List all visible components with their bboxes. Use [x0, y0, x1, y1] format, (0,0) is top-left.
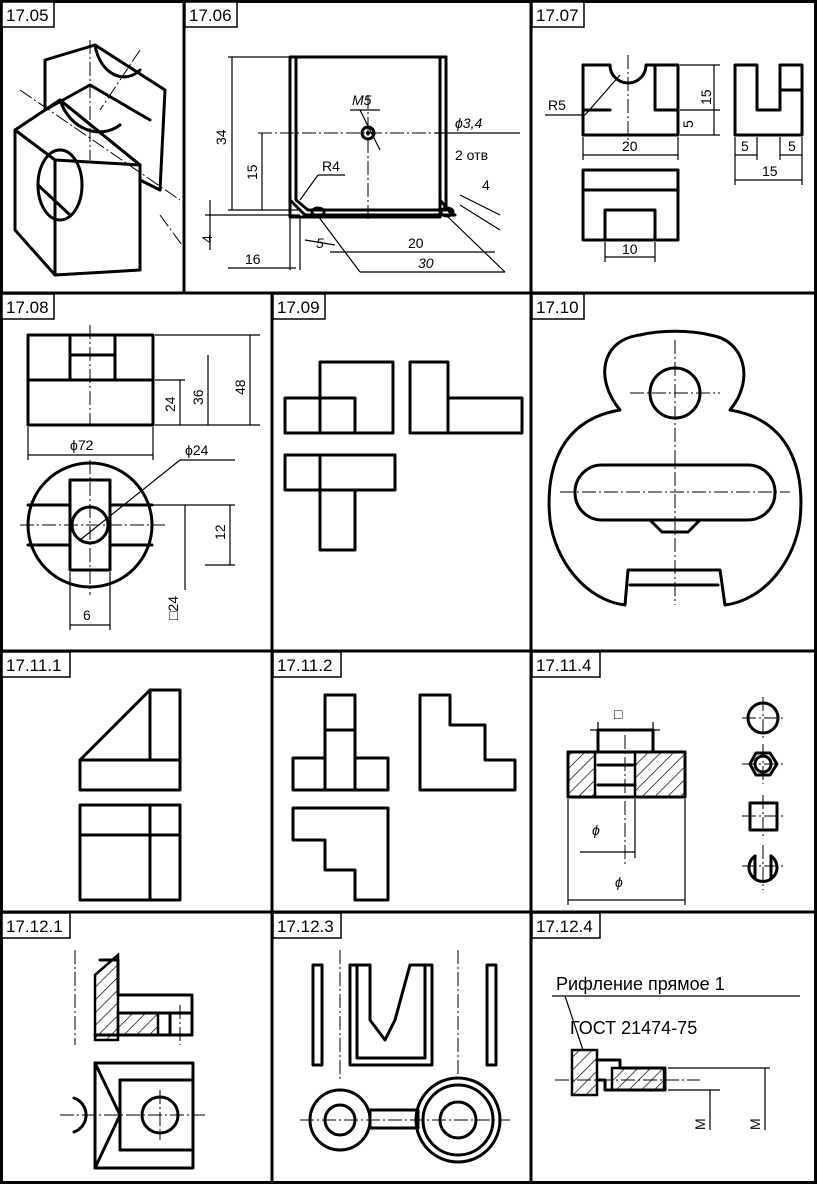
svg-text:17.11.1: 17.11.1 [6, 656, 61, 675]
svg-text:15: 15 [244, 164, 260, 180]
svg-text:ϕ24: ϕ24 [185, 442, 209, 458]
svg-text:ϕ: ϕ [615, 874, 623, 890]
drawing-17-11-4-section: □ ϕ ϕ [566, 697, 784, 905]
svg-text:2 отв: 2 отв [455, 147, 488, 163]
panel-tag-17-08: 17.08 [1, 293, 55, 320]
drawing-17-11-2-views [291, 693, 517, 902]
drawing-17-12-4-part: Рифление прямое 1 ГОСТ 21474-75 M M [552, 974, 800, 1130]
panel-tag-17-11-1: 17.11.1 [1, 651, 71, 678]
drawing-17-08-part: 24 36 48 ϕ72 ϕ24 12 □24 6 [20, 325, 260, 630]
panel-tag-17-12-3: 17.12.3 [272, 912, 342, 939]
drawing-17-07-views: R5 20 15 5 5 5 15 10 [545, 55, 804, 262]
svg-text:M: M [692, 1118, 708, 1130]
svg-text:15: 15 [698, 89, 714, 105]
svg-text:36: 36 [190, 389, 206, 405]
svg-text:17.11.4: 17.11.4 [536, 656, 591, 675]
svg-text:R5: R5 [548, 97, 566, 113]
svg-text:M: M [747, 1118, 763, 1130]
svg-text:17.08: 17.08 [6, 298, 49, 317]
svg-text:17.06: 17.06 [189, 6, 232, 25]
panel-tag-17-12-1: 17.12.1 [1, 912, 71, 939]
svg-text:6: 6 [83, 607, 91, 623]
svg-text:17.11.2: 17.11.2 [277, 656, 332, 675]
panel-tag-17-12-4: 17.12.4 [531, 912, 601, 939]
svg-text:ϕ72: ϕ72 [70, 437, 94, 453]
drawing-17-10-plate [547, 329, 803, 607]
svg-text:4: 4 [199, 235, 215, 243]
panel-tag-17-05: 17.05 [1, 1, 55, 28]
svg-text:M5: M5 [352, 92, 372, 108]
svg-text:17.12.3: 17.12.3 [277, 917, 334, 936]
panel-tag-17-07: 17.07 [531, 1, 585, 28]
svg-text:30: 30 [418, 255, 434, 271]
svg-text:17.12.4: 17.12.4 [536, 917, 593, 936]
drawing-17-09-views [283, 360, 524, 552]
svg-text:17.09: 17.09 [277, 298, 320, 317]
svg-text:Рифление прямое 1: Рифление прямое 1 [556, 974, 725, 994]
svg-text:17.10: 17.10 [536, 298, 579, 317]
svg-text:12: 12 [212, 524, 228, 540]
drawing-17-12-1-views [60, 950, 205, 1170]
svg-text:24: 24 [162, 396, 178, 412]
svg-text:ϕ3,4: ϕ3,4 [455, 115, 482, 131]
svg-text:17.05: 17.05 [6, 6, 49, 25]
drawing-17-12-3-views [300, 950, 510, 1164]
svg-text:17.12.1: 17.12.1 [6, 917, 63, 936]
svg-text:16: 16 [245, 251, 261, 267]
svg-text:□: □ [614, 706, 623, 722]
svg-text:4: 4 [482, 177, 490, 193]
svg-text:20: 20 [408, 235, 424, 251]
drawing-17-11-1-views [78, 688, 182, 902]
svg-text:R4: R4 [322, 158, 340, 174]
drawing-17-06-bent-plate: 34 15 4 16 M5 R4 ϕ3,4 2 отв 4 5 20 30 [199, 55, 520, 273]
svg-text:15: 15 [762, 163, 778, 179]
svg-text:□24: □24 [165, 596, 181, 620]
svg-text:20: 20 [622, 138, 638, 154]
svg-text:5: 5 [788, 138, 796, 154]
panel-tag-17-06: 17.06 [184, 1, 238, 28]
drawing-17-05-isometric [13, 40, 183, 277]
panel-tag-17-10: 17.10 [531, 293, 585, 320]
svg-text:34: 34 [213, 129, 229, 145]
panel-tag-17-11-2: 17.11.2 [272, 651, 342, 678]
svg-text:ГОСТ 21474-75: ГОСТ 21474-75 [570, 1018, 697, 1038]
svg-text:17.07: 17.07 [536, 6, 579, 25]
panel-tag-17-09: 17.09 [272, 293, 326, 320]
svg-text:10: 10 [622, 241, 638, 257]
svg-text:ϕ: ϕ [592, 822, 600, 838]
svg-text:48: 48 [232, 379, 248, 395]
panel-tag-17-11-4: 17.11.4 [531, 651, 601, 678]
svg-text:5: 5 [316, 235, 324, 251]
svg-text:5: 5 [741, 138, 749, 154]
svg-text:5: 5 [680, 120, 696, 128]
